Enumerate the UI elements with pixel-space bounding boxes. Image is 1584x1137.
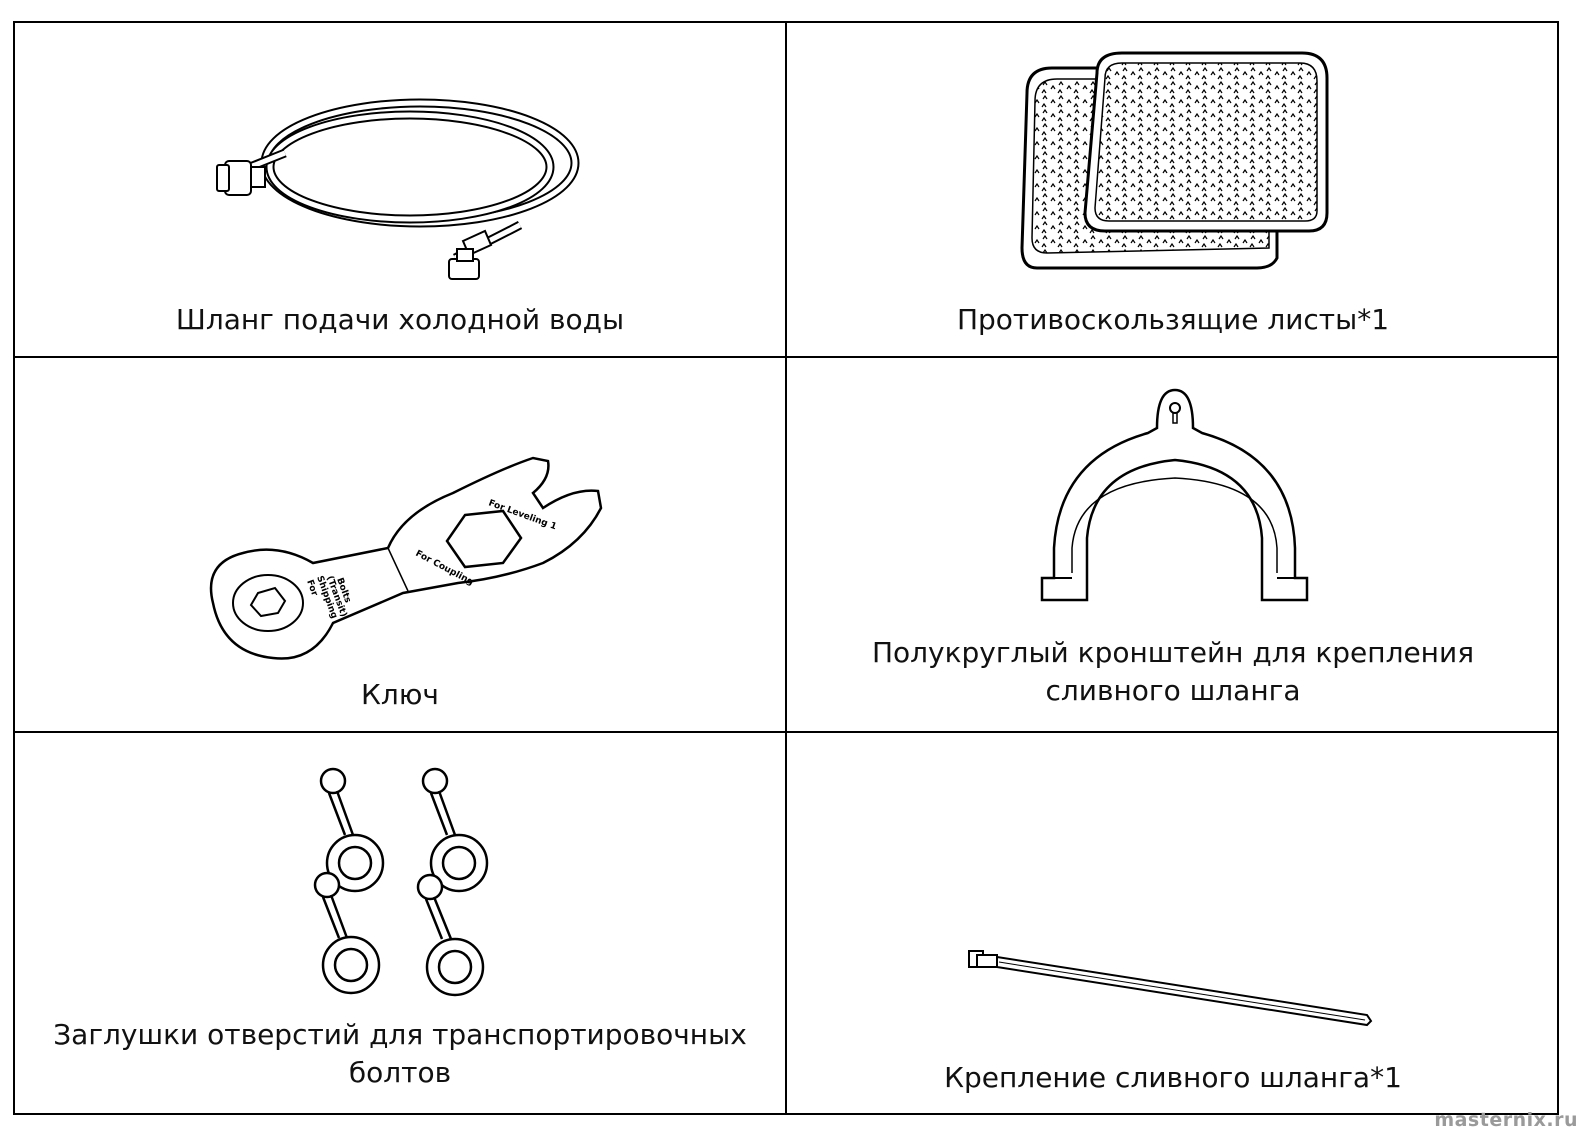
item-caption: Заглушки отверстий для транспортировочны… — [15, 1016, 785, 1092]
cell-anti-slip-sheets: Противоскользящие листы*1 — [787, 23, 1559, 356]
hole-cap — [416, 873, 485, 997]
row-divider — [15, 356, 1557, 358]
cell-inlet-hose: Шланг подачи холодной воды — [15, 23, 785, 356]
caption-line: болтов — [348, 1056, 452, 1089]
caption-line: Заглушки отверстий для транспортировочны… — [53, 1018, 747, 1051]
hole-caps-icon — [313, 767, 489, 997]
hole-cap — [319, 767, 385, 893]
inlet-hose-icon — [216, 98, 580, 280]
hole-cap — [313, 871, 381, 995]
hole-cap — [421, 767, 489, 893]
column-divider — [785, 23, 787, 1113]
cell-elbow-bracket: Полукруглый кронштейн для крепления слив… — [787, 358, 1559, 731]
row-divider — [15, 731, 1557, 733]
elbow-bracket-icon — [1040, 388, 1309, 602]
item-caption: Полукруглый кронштейн для крепления слив… — [787, 634, 1559, 710]
anti-slip-sheets-icon — [1020, 51, 1329, 270]
watermark: masternix.ru — [1434, 1109, 1578, 1131]
cell-wrench: For Leveling 1 For Coupling For Shipping… — [15, 358, 785, 731]
item-caption: Противоскользящие листы*1 — [956, 303, 1390, 336]
caption-line: Полукруглый кронштейн для крепления — [871, 636, 1475, 669]
item-caption: Шланг подачи холодной воды — [175, 303, 625, 336]
accessories-table: Шланг подачи холодной воды Противоскольз… — [13, 21, 1559, 1115]
wrench-icon: For Leveling 1 For Coupling For Shipping… — [209, 456, 603, 660]
item-caption: Крепление сливного шланга*1 — [944, 1061, 1402, 1094]
cell-hole-caps: Заглушки отверстий для транспортировочны… — [15, 733, 785, 1115]
caption-line: сливного шланга — [1045, 674, 1301, 707]
item-caption: Ключ — [361, 678, 439, 711]
cell-cable-tie: Крепление сливного шланга*1 — [787, 733, 1559, 1115]
cable-tie-icon — [968, 950, 1373, 1027]
